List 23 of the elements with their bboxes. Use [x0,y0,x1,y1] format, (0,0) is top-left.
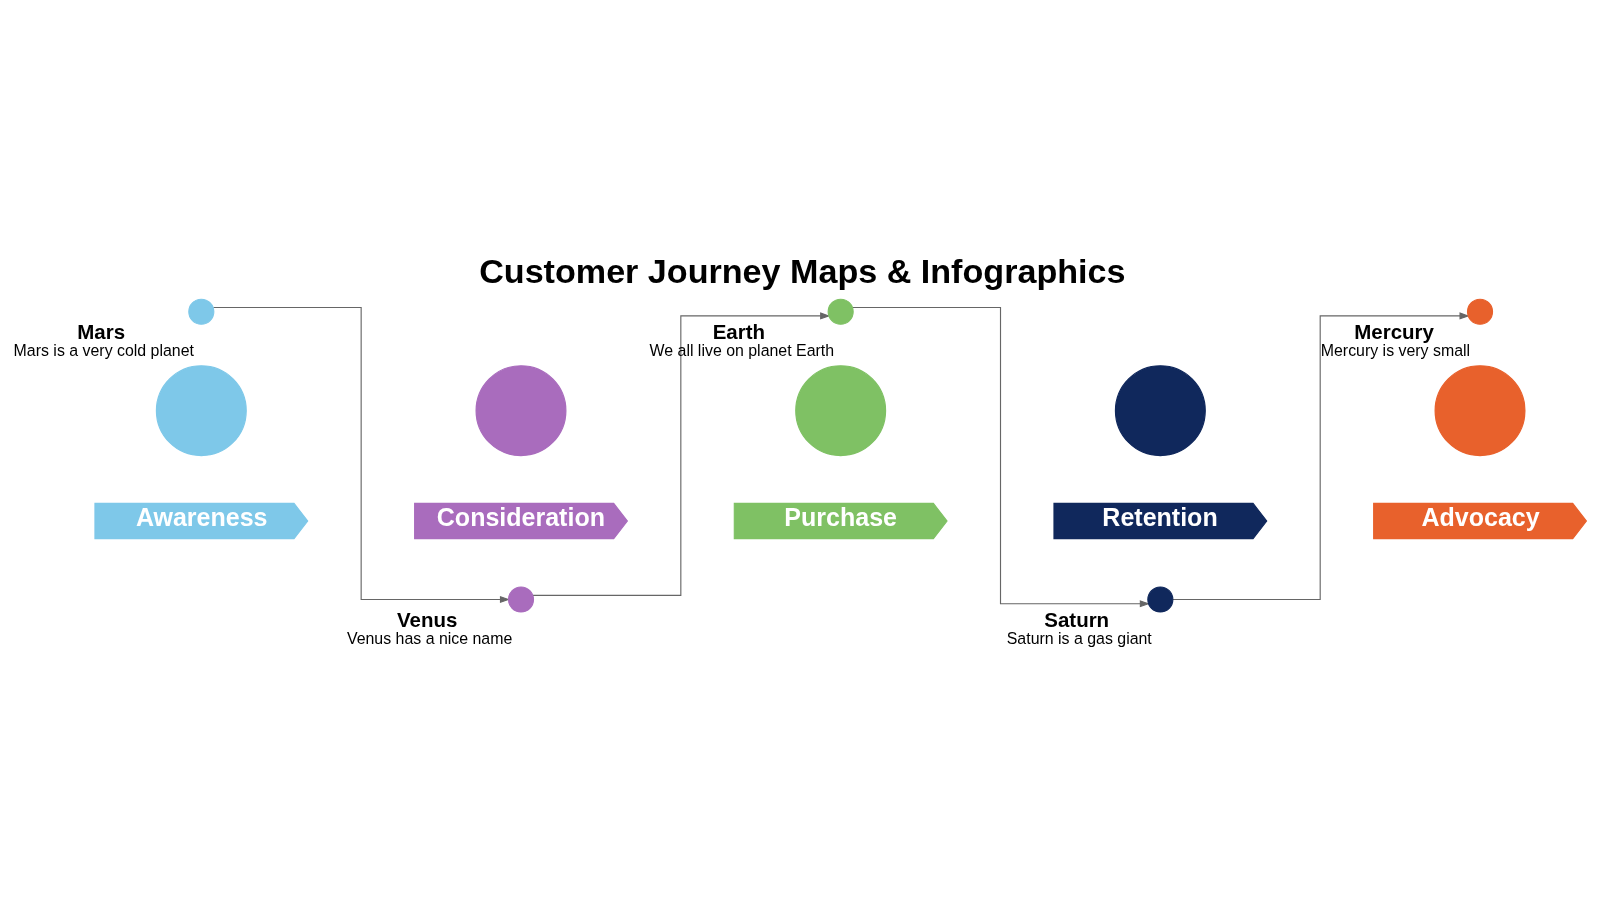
node-circle [1434,364,1526,456]
node-label: Venus has a nice name [346,629,513,647]
node-label: Venus [396,607,458,631]
node-circle [1466,298,1494,325]
node-circle [507,585,535,613]
node-label: Mercury [1354,319,1434,343]
arrow [852,306,1151,607]
arrow [1172,311,1470,600]
node-label: Mars [77,319,126,343]
node-circle [1114,364,1206,456]
node-label: Saturn [1044,607,1110,631]
node-label: Saturn is a gas giant [1006,629,1152,647]
node-circle [795,364,887,456]
diagram-title: Customer Journey Maps & Infographics [479,251,1126,290]
node-label: Mars is a very cold planet [13,341,194,359]
node-circle [475,364,567,456]
node-circle [1147,585,1174,613]
node-label: Earth [712,319,766,343]
node-circle [827,298,854,325]
node-label: We all live on planet Earth [649,341,835,359]
arrow [532,311,831,596]
node-circle [188,298,215,325]
node-circle [155,364,247,456]
